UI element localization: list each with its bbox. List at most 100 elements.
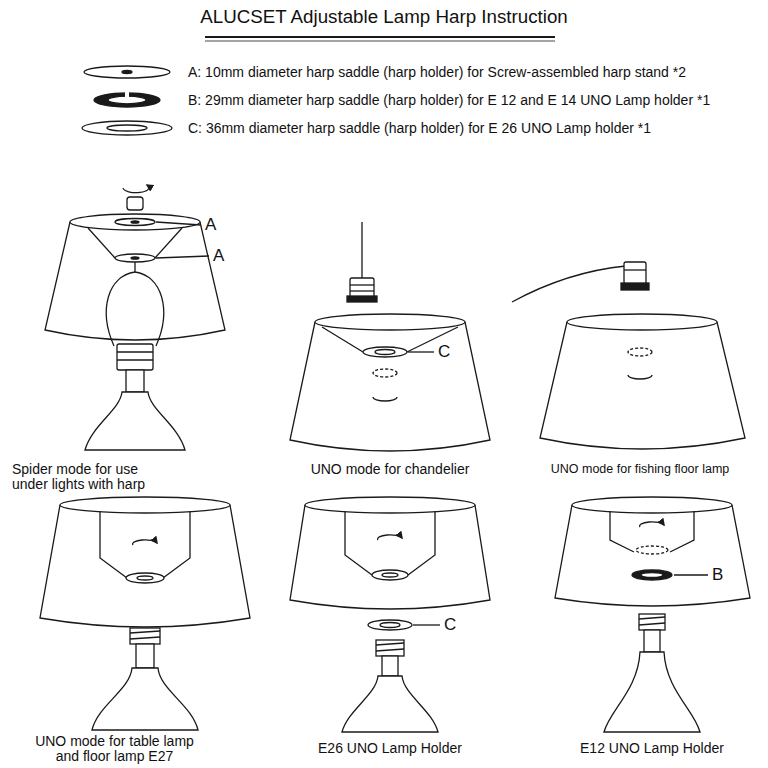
lamp-shade — [540, 322, 745, 449]
lamp-shade — [40, 505, 250, 627]
washer-hole — [122, 70, 132, 73]
lamp-shade — [45, 222, 225, 340]
leader-line — [674, 574, 708, 575]
leader-line — [156, 256, 209, 258]
thread-line — [639, 617, 665, 619]
uno-ring — [636, 546, 668, 554]
harp-saddle — [115, 254, 155, 262]
callout-letter: B — [712, 566, 723, 584]
thread-line — [376, 649, 404, 651]
lamp-base — [92, 668, 198, 730]
spider-arm — [322, 327, 363, 352]
drawing — [40, 37, 750, 732]
e26-lamp — [290, 497, 490, 732]
harp-saddle — [363, 347, 407, 357]
callout-letter: A — [205, 216, 216, 234]
saddle-hole — [131, 257, 139, 259]
lamp-base — [342, 676, 438, 732]
socket-thread — [130, 628, 160, 644]
panel-caption: UNO mode for fishing floor lamp — [515, 462, 765, 477]
harp-wire — [106, 262, 135, 346]
panel-caption: UNO mode for table lamp and floor lamp E… — [22, 734, 207, 764]
lamp-base — [604, 652, 700, 732]
uno-bracket — [345, 511, 372, 575]
ring — [94, 93, 160, 107]
lamp-stem — [136, 644, 154, 668]
harp-saddle — [115, 219, 155, 226]
legend-text: C: 36mm diameter harp saddle (harp holde… — [188, 119, 651, 137]
shade-top — [70, 214, 200, 230]
legend-text: A: 10mm diameter harp saddle (harp holde… — [188, 63, 686, 81]
thread-line — [639, 623, 665, 625]
socket — [117, 344, 153, 370]
lamp-shade — [290, 322, 490, 451]
socket-band — [621, 283, 649, 290]
rotate-arrow — [123, 185, 149, 193]
ring-hole — [108, 96, 146, 104]
table-lamp — [40, 497, 250, 730]
open-ring — [628, 375, 652, 379]
open-ring — [373, 397, 397, 401]
hanging-wire — [361, 222, 362, 278]
lamp-stem — [644, 630, 660, 652]
rotate-arrow — [640, 522, 664, 527]
rotate-arrow — [133, 540, 157, 545]
socket-band — [347, 296, 377, 302]
chandelier-lamp — [290, 222, 490, 451]
panel-caption: E26 UNO Lamp Holder — [290, 741, 490, 756]
spider-arm — [155, 228, 182, 258]
title-rule — [205, 36, 555, 38]
uno-bracket — [670, 511, 694, 552]
fishing-lamp — [512, 262, 745, 449]
e12-lamp — [555, 497, 750, 732]
socket — [624, 262, 646, 284]
panel-caption: E12 UNO Lamp Holder — [552, 741, 752, 756]
uno-bracket — [100, 511, 127, 578]
saddle-b-sample — [94, 92, 160, 107]
title-rule — [205, 41, 555, 42]
socket-rib — [350, 284, 374, 285]
spider-arm — [407, 327, 458, 352]
uno-ring — [628, 348, 652, 356]
lamp-stem — [382, 656, 398, 676]
ring-gap — [125, 92, 129, 97]
thread-line — [130, 631, 160, 633]
thread-line — [130, 637, 160, 639]
washer-hole — [107, 125, 147, 131]
harp-wire — [135, 272, 164, 346]
saddle-hole — [380, 623, 400, 628]
legend-text: B: 29mm diameter harp saddle (harp holde… — [188, 91, 710, 109]
rotate-arrow — [378, 535, 402, 540]
ring-hole — [382, 573, 398, 577]
shade-top — [572, 497, 732, 513]
socket-rib — [350, 290, 374, 291]
title: ALUCSET Adjustable Lamp Harp Instruction — [0, 4, 768, 30]
panel-caption: Spider mode for use under lights with ha… — [12, 462, 177, 492]
saddle-a-sample — [84, 66, 170, 78]
spider-lamp — [45, 185, 225, 450]
lamp-base — [85, 392, 185, 450]
lamp-shade — [290, 505, 490, 609]
washer — [82, 121, 172, 135]
spider-arm — [88, 228, 115, 258]
callout-letter: C — [444, 616, 456, 634]
socket-thread — [376, 640, 404, 656]
uno-bracket — [408, 511, 435, 575]
socket-rib — [117, 351, 153, 352]
callout-letter: A — [213, 247, 224, 265]
saddle-hole — [641, 573, 663, 578]
thread-line — [376, 643, 404, 645]
socket-rib — [117, 359, 153, 360]
socket-thread — [639, 614, 665, 630]
leader-line — [156, 222, 201, 225]
uno-ring — [126, 573, 164, 583]
panel-caption: UNO mode for chandelier — [290, 462, 490, 477]
finial — [127, 197, 143, 210]
harp-saddle — [632, 570, 672, 580]
uno-bracket — [163, 511, 190, 578]
uno-ring — [372, 570, 408, 580]
leader-line — [413, 624, 440, 625]
callout-letter: C — [438, 343, 450, 361]
socket-rib — [624, 269, 646, 270]
